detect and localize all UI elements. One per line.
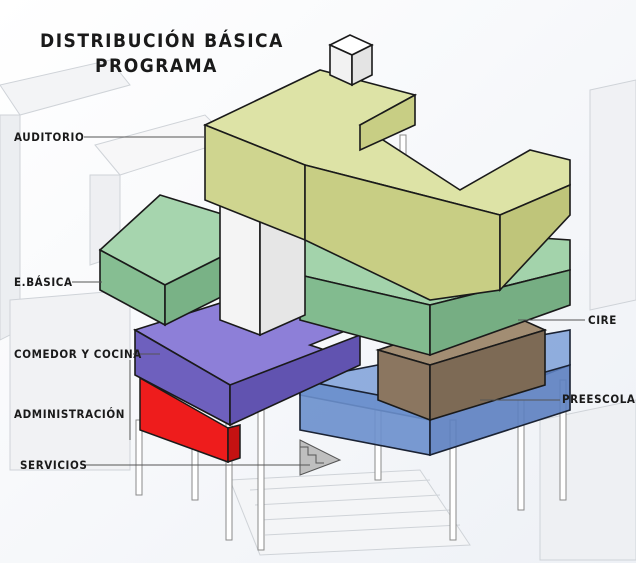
label-administracion: ADMINISTRACIÓN: [14, 406, 125, 421]
label-preescolar: PREESCOLAR: [562, 392, 636, 406]
title-line1: DISTRIBUCIÓN BÁSICA: [40, 28, 284, 52]
volume-servicios: [299, 439, 342, 476]
label-auditorio: AUDITORIO: [14, 130, 84, 144]
leader-lines: [72, 136, 585, 466]
label-cire: CIRE: [588, 313, 617, 327]
volume-basica-left: [98, 194, 226, 327]
label-comedor: COMEDOR Y COCINA: [14, 347, 142, 361]
volume-auditorio: [203, 34, 571, 301]
volume-administracion: [139, 376, 241, 464]
label-basica: E.BÁSICA: [14, 274, 73, 289]
title-line2: PROGRAMA: [95, 55, 218, 77]
label-servicios: SERVICIOS: [20, 458, 87, 472]
